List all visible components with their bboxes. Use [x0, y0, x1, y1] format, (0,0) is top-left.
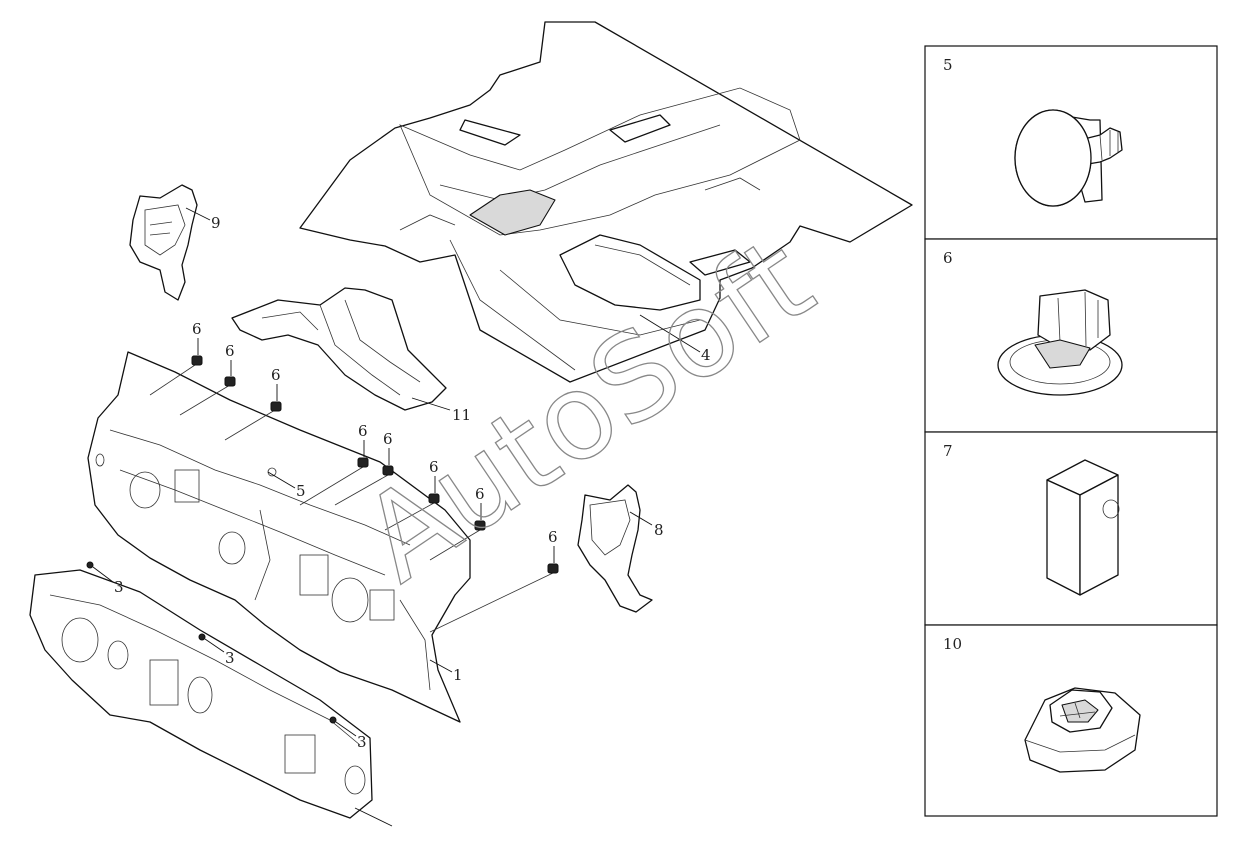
clip-6-b[interactable]: 6	[179, 342, 236, 416]
clip-6-d[interactable]: 6	[299, 422, 369, 506]
dash-insulator-part[interactable]: 5 1	[87, 351, 471, 723]
svg-text:6: 6	[225, 342, 235, 360]
clip-6-f[interactable]: 6	[384, 458, 440, 531]
detail-panel-7[interactable]: 7	[924, 431, 1218, 626]
clip-3-b: 3	[198, 633, 235, 667]
svg-text:3: 3	[225, 649, 235, 667]
svg-text:3: 3	[357, 733, 367, 751]
retainer-nut-clip-icon	[1024, 687, 1141, 773]
svg-text:6: 6	[271, 366, 281, 384]
floor-carpet-part[interactable]: 4	[299, 21, 913, 383]
outer-dash-insulator-part[interactable]: 3 3 3	[29, 561, 393, 827]
callout-1: 1	[453, 666, 463, 684]
clip-3-c: 3	[329, 716, 367, 751]
clip-6-e[interactable]: 6	[334, 430, 394, 506]
detail-label-6: 6	[943, 249, 953, 267]
tunnel-insulator-part[interactable]: 11	[231, 287, 471, 424]
detail-label-5: 5	[943, 56, 953, 74]
detail-panel-5[interactable]: 5	[924, 45, 1218, 240]
svg-text:6: 6	[429, 458, 439, 476]
svg-text:6: 6	[548, 528, 558, 546]
snap-fastener-clip-icon	[997, 289, 1123, 396]
clip-6-c[interactable]: 6	[224, 366, 282, 441]
clip-6-g[interactable]: 6	[429, 485, 486, 561]
svg-text:6: 6	[475, 485, 485, 503]
callout-5-main: 5	[296, 482, 306, 500]
callout-9: 9	[211, 214, 221, 232]
detail-label-7: 7	[943, 442, 953, 460]
left-side-bracket-part[interactable]: 9	[129, 184, 221, 301]
detail-label-10: 10	[943, 635, 962, 653]
clip-6-h[interactable]: 6	[429, 528, 559, 633]
svg-text:3: 3	[114, 578, 124, 596]
svg-text:6: 6	[358, 422, 368, 440]
push-rivet-clip-icon	[1014, 109, 1123, 207]
svg-text:6: 6	[383, 430, 393, 448]
right-side-bracket-part[interactable]: 8	[577, 484, 664, 613]
clip-3-a: 3	[86, 561, 124, 596]
svg-text:6: 6	[192, 320, 202, 338]
detail-panel-10[interactable]: 10	[924, 624, 1218, 817]
callout-4: 4	[701, 346, 711, 364]
callout-11: 11	[452, 406, 471, 424]
detail-panel-6[interactable]: 6	[924, 238, 1218, 433]
clip-6-a[interactable]: 6	[149, 320, 203, 396]
callout-8: 8	[654, 521, 664, 539]
rubber-block-icon	[1046, 459, 1120, 596]
